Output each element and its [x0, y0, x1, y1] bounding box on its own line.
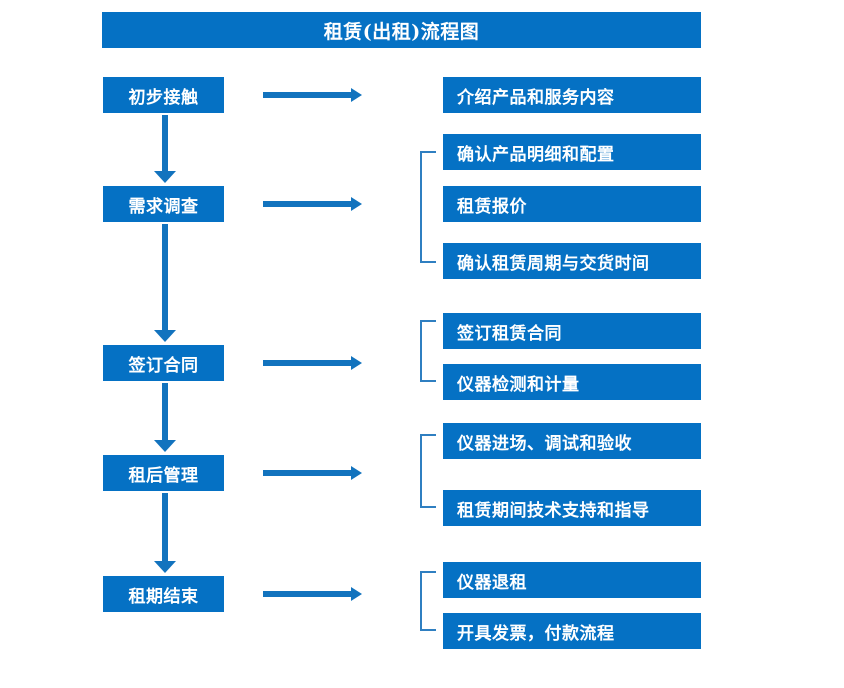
stage-box-4[interactable]: 租后管理 — [103, 455, 224, 491]
stage-box-1[interactable]: 初步接触 — [103, 77, 224, 113]
arrow-head — [351, 466, 362, 480]
detail-box-9[interactable]: 仪器退租 — [443, 562, 701, 598]
bracket-group-4 — [420, 571, 436, 631]
detail-box-1[interactable]: 介绍产品和服务内容 — [443, 77, 701, 113]
arrow-shaft — [162, 493, 168, 561]
arrow-right-2 — [263, 197, 362, 211]
detail-box-8[interactable]: 租赁期间技术支持和指导 — [443, 490, 701, 526]
detail-box-2[interactable]: 确认产品明细和配置 — [443, 134, 701, 170]
detail-box-4[interactable]: 确认租赁周期与交货时间 — [443, 243, 701, 279]
arrow-right-1 — [263, 88, 362, 102]
page-title: 租赁(出租)流程图 — [102, 12, 701, 48]
arrow-head — [154, 561, 176, 573]
arrow-head — [351, 587, 362, 601]
arrow-head — [351, 197, 362, 211]
detail-box-7[interactable]: 仪器进场、调试和验收 — [443, 423, 701, 459]
arrow-right-4 — [263, 466, 362, 480]
arrow-head — [351, 88, 362, 102]
bracket-group-1 — [420, 151, 436, 263]
arrow-shaft — [162, 115, 168, 171]
arrow-head — [154, 330, 176, 342]
bracket-group-2 — [420, 320, 436, 382]
arrow-shaft — [263, 201, 351, 207]
stage-box-3[interactable]: 签订合同 — [103, 345, 224, 381]
stage-box-5[interactable]: 租期结束 — [103, 576, 224, 612]
arrow-shaft — [162, 224, 168, 330]
arrow-head — [154, 171, 176, 183]
arrow-shaft — [263, 360, 351, 366]
arrow-down-4 — [154, 493, 176, 573]
arrow-head — [351, 356, 362, 370]
detail-box-3[interactable]: 租赁报价 — [443, 186, 701, 222]
stage-box-2[interactable]: 需求调查 — [103, 186, 224, 222]
arrow-down-1 — [154, 115, 176, 183]
arrow-right-5 — [263, 587, 362, 601]
arrow-right-3 — [263, 356, 362, 370]
arrow-shaft — [263, 92, 351, 98]
arrow-head — [154, 440, 176, 452]
arrow-shaft — [263, 591, 351, 597]
arrow-down-3 — [154, 383, 176, 452]
detail-box-5[interactable]: 签订租赁合同 — [443, 313, 701, 349]
detail-box-10[interactable]: 开具发票，付款流程 — [443, 613, 701, 649]
bracket-group-3 — [420, 434, 436, 508]
arrow-down-2 — [154, 224, 176, 342]
arrow-shaft — [162, 383, 168, 440]
arrow-shaft — [263, 470, 351, 476]
detail-box-6[interactable]: 仪器检测和计量 — [443, 364, 701, 400]
